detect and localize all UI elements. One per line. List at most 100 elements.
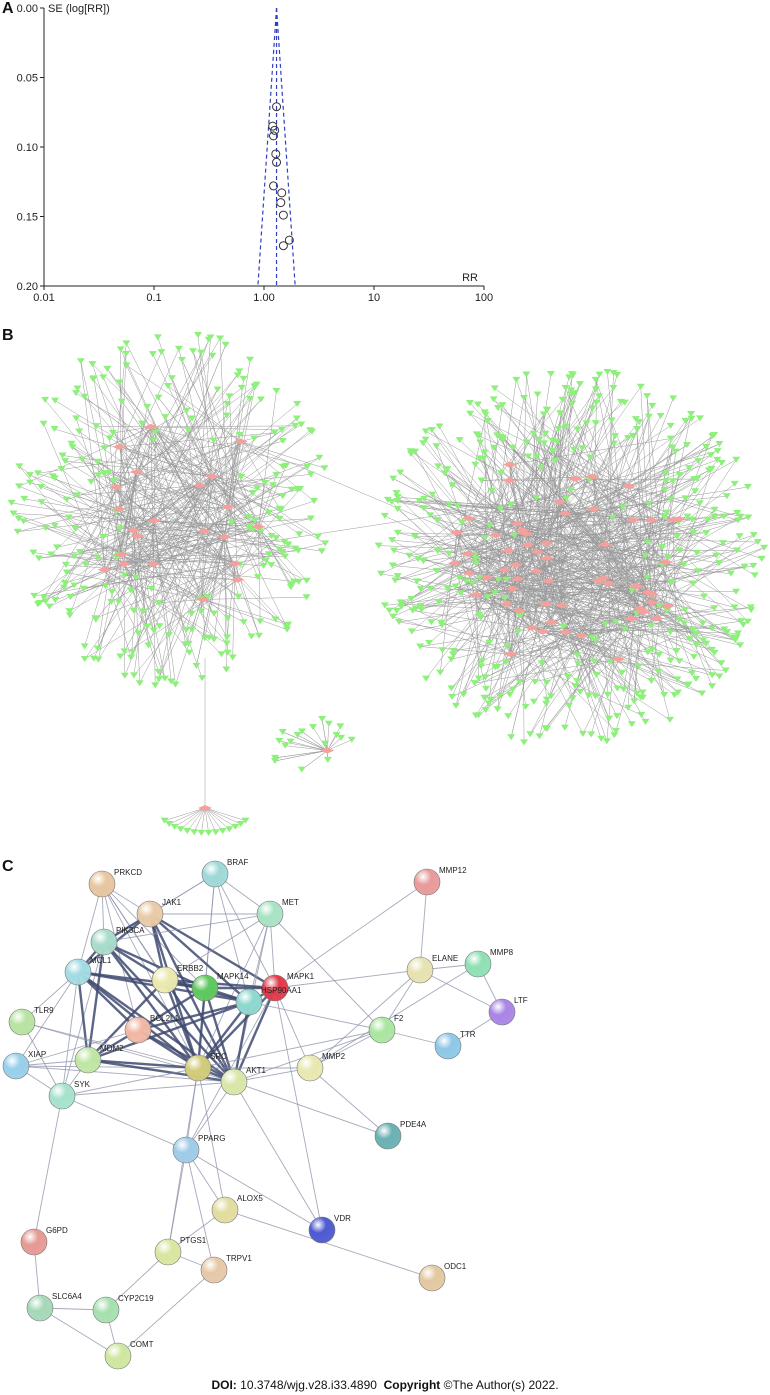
compound-node <box>39 594 48 601</box>
ppi-edge-mcl1-syk <box>61 971 79 1097</box>
network-edge <box>528 456 653 603</box>
compound-node <box>291 422 300 429</box>
compound-node <box>546 371 555 378</box>
compound-node <box>407 596 416 603</box>
compound-node <box>448 482 457 489</box>
compound-node <box>664 554 673 561</box>
target-node <box>529 568 544 575</box>
network-edge <box>519 518 679 611</box>
compound-node <box>644 501 653 508</box>
target-node <box>449 529 464 536</box>
compound-node <box>462 578 471 585</box>
compound-node <box>262 557 271 564</box>
compound-node <box>94 472 103 479</box>
network-edge <box>102 377 204 600</box>
network-edge <box>508 550 632 619</box>
compound-node <box>496 433 505 440</box>
target-node <box>601 580 616 587</box>
network-edge <box>227 398 251 508</box>
network-edge <box>112 432 236 564</box>
compound-node <box>171 681 180 688</box>
network-edge <box>515 421 640 566</box>
network-edge <box>202 599 289 625</box>
network-edge <box>449 504 652 521</box>
compound-node <box>176 826 185 833</box>
compound-node <box>61 561 70 568</box>
network-edge <box>565 387 653 603</box>
study-point <box>268 181 278 191</box>
compound-node <box>688 516 697 523</box>
compound-node <box>395 618 404 625</box>
ppi-edge-src-syk <box>61 1067 199 1097</box>
compound-node <box>33 601 42 608</box>
study-point <box>268 121 278 131</box>
compound-node <box>694 458 703 465</box>
target-node <box>629 583 644 590</box>
ppi-node-mdm2 <box>74 1046 102 1074</box>
study-point <box>278 241 288 251</box>
compound-node <box>483 594 492 601</box>
network-edge <box>204 537 225 639</box>
network-edge <box>402 603 511 655</box>
target-node <box>197 528 212 535</box>
ppi-edge-jak1-mapk1 <box>149 912 276 990</box>
compound-node <box>222 412 231 419</box>
network-edge <box>502 405 641 609</box>
compound-node <box>436 669 445 676</box>
compound-node <box>306 471 315 478</box>
compound-node <box>416 643 425 650</box>
compound-node <box>108 589 117 596</box>
compound-node <box>155 623 164 630</box>
compound-node <box>287 486 296 493</box>
compound-node <box>588 405 597 412</box>
target-node <box>644 591 659 598</box>
ppi-node-label-jak1: JAK1 <box>162 898 182 907</box>
network-edge <box>508 550 526 707</box>
network-edge <box>640 386 652 595</box>
compound-node <box>420 495 429 502</box>
compound-node <box>734 517 743 524</box>
x-tick-label: 0.01 <box>33 292 54 304</box>
network-edge <box>193 807 206 833</box>
network-edge <box>430 515 582 636</box>
compound-node <box>419 558 428 565</box>
network-edge <box>68 517 235 564</box>
compound-node <box>269 482 278 489</box>
compound-node <box>735 533 744 540</box>
network-edge <box>487 597 533 629</box>
compound-node <box>60 584 69 591</box>
network-edge <box>150 426 200 486</box>
compound-node <box>514 628 523 635</box>
compound-node <box>591 637 600 644</box>
compound-node <box>710 513 719 520</box>
network-edge <box>628 467 690 487</box>
ppi-node-xiap <box>2 1052 30 1080</box>
network-edge <box>123 431 313 565</box>
network-edge <box>150 426 300 535</box>
ppi-edge-akt1-vdr <box>233 1081 323 1231</box>
compound-node <box>222 640 231 647</box>
compound-node <box>477 477 486 484</box>
compound-node <box>306 515 315 522</box>
network-edge <box>137 535 241 565</box>
network-edge <box>119 415 227 510</box>
compound-node <box>204 336 213 343</box>
ppi-edge-syk-g6pd <box>33 1095 63 1243</box>
network-edge <box>530 518 679 735</box>
network-edge <box>424 498 523 531</box>
ppi-node-ttr <box>434 1032 462 1060</box>
compound-node <box>713 456 722 463</box>
ppi-edge-erbb2-akt1 <box>164 979 235 1083</box>
network-edge <box>493 447 604 579</box>
network-edge <box>479 577 641 609</box>
compound-node <box>122 350 131 357</box>
ppi-edge-mcl1-bcl2l1 <box>77 971 139 1031</box>
compound-node <box>422 675 431 682</box>
network-edge <box>92 379 238 580</box>
compound-node <box>644 413 653 420</box>
compound-node <box>282 623 291 630</box>
network-edge <box>154 520 261 532</box>
compound-node <box>535 436 544 443</box>
ppi-node-label-trpv1: TRPV1 <box>226 1254 252 1263</box>
